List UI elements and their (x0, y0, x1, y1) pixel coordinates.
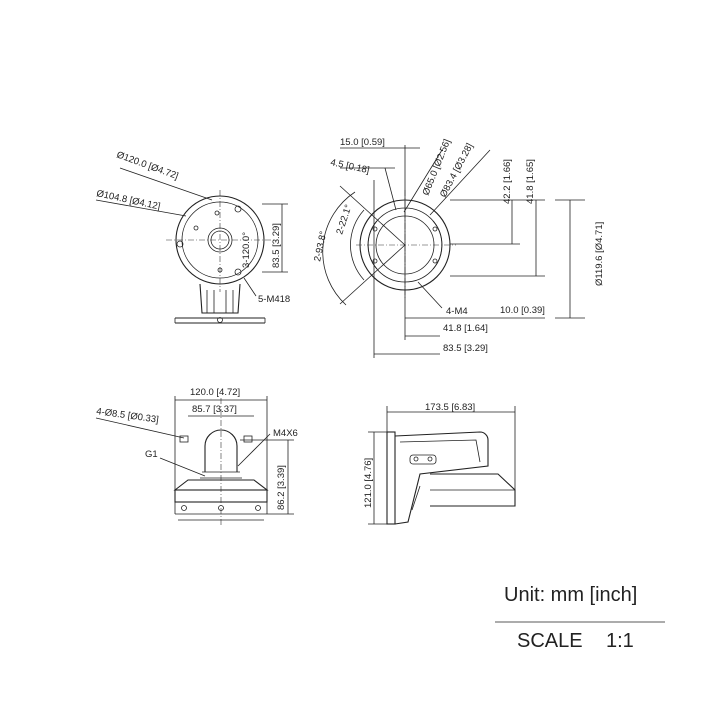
side-logo (409, 454, 437, 465)
front-angle-label: 3-120.0° (241, 232, 252, 268)
side-w173-label: 173.5 [6.83] (425, 402, 475, 413)
top-angle-93-label: 2-93.8° (312, 230, 329, 263)
side-h121-label: 121.0 [4.76] (363, 458, 374, 508)
bl-holes-label: 4-Ø8.5 [Ø0.33] (96, 406, 160, 426)
front-view: Ø120.0 [Ø4.72] Ø104.8 [Ø4.12] 3-120.0° 8… (95, 149, 290, 324)
bracket-arm (394, 431, 489, 525)
top-w10-label: 10.0 [0.39] (500, 305, 545, 316)
scale-value: 1:1 (606, 630, 634, 652)
bl-g1-label: G1 (145, 449, 158, 460)
front-height-label: 83.5 [3.29] (271, 223, 282, 268)
screw-hole (176, 240, 184, 248)
front-mount-neck (199, 283, 241, 314)
front-screws-label: 5-M418 (258, 294, 290, 305)
top-view: 15.0 [0.59] 4.5 [0.18] Ø65.0 [Ø2.56] Ø83… (312, 137, 605, 358)
top-h42-label: 42.2 [1.66] (502, 159, 513, 204)
bl-m4x6-label: M4X6 (273, 428, 298, 439)
mount-cylinder (204, 429, 238, 472)
wall-plate (386, 431, 396, 525)
front-inner-diameter-label: Ø104.8 [Ø4.12] (95, 188, 161, 212)
angle-arc-22 (350, 209, 365, 281)
top-offset-4-5-label: 4.5 [0.18] (329, 157, 370, 176)
screw-hole (234, 268, 242, 276)
bl-w120-label: 120.0 [4.72] (190, 387, 240, 398)
top-d119-label: Ø119.6 [Ø4.71] (594, 222, 605, 286)
bottom-left-view: 120.0 [4.72] 85.7 [3.37] 4-Ø8.5 [Ø0.33] … (96, 387, 298, 525)
side-view: 173.5 [6.83] 121.0 [4.76] (363, 402, 516, 525)
bl-h86-label: 86.2 [3.39] (276, 465, 287, 510)
bl-w85-label: 85.7 [3.37] (192, 404, 237, 415)
top-w83-label: 83.5 [3.29] (443, 343, 488, 354)
top-m4-label: 4-M4 (446, 306, 468, 317)
top-h41-label: 41.8 [1.65] (525, 159, 536, 204)
angle-arc-93 (322, 191, 356, 306)
legend: Unit: mm [inch] SCALE 1:1 (495, 584, 665, 652)
screw-hole (234, 205, 242, 213)
unit-label: Unit: mm [inch] (504, 584, 637, 606)
top-w41-label: 41.8 [1.64] (443, 323, 488, 334)
top-offset-15-label: 15.0 [0.59] (340, 137, 385, 148)
scale-label: SCALE (517, 630, 583, 652)
